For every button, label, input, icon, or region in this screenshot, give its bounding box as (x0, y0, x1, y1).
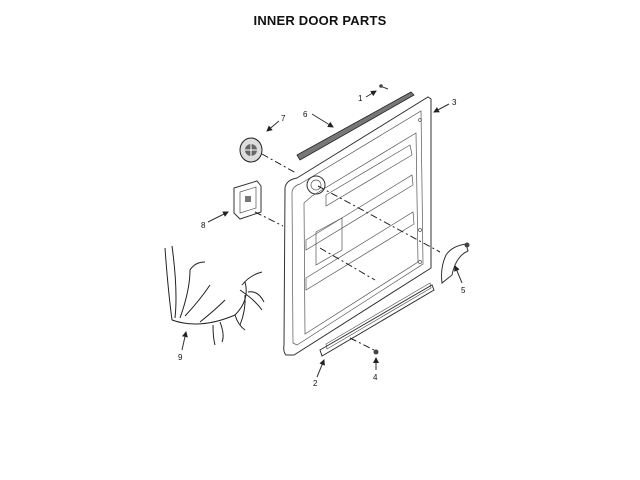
screw-part-4 (373, 349, 379, 355)
callout-8: 8 (201, 221, 206, 230)
callout-5: 5 (461, 286, 466, 295)
screw-part-1 (379, 84, 389, 90)
callout-6: 6 (303, 110, 308, 119)
callout-2: 2 (313, 379, 318, 388)
control-module (233, 180, 262, 220)
callout-1: 1 (358, 94, 363, 103)
door-gasket-strip (296, 91, 415, 161)
bottom-door-trim (319, 282, 435, 357)
callout-4: 4 (373, 373, 378, 382)
diagram-title: INNER DOOR PARTS (253, 13, 387, 28)
inner-door-panel (283, 96, 432, 356)
door-latch-handle (441, 242, 470, 284)
callout-9: 9 (178, 353, 183, 362)
callout-7: 7 (281, 114, 286, 123)
callout-3: 3 (452, 98, 457, 107)
explode-lines (254, 153, 441, 351)
callout-arrows (181, 90, 463, 378)
dispenser-cap (239, 137, 263, 163)
wire-harness (164, 245, 265, 346)
